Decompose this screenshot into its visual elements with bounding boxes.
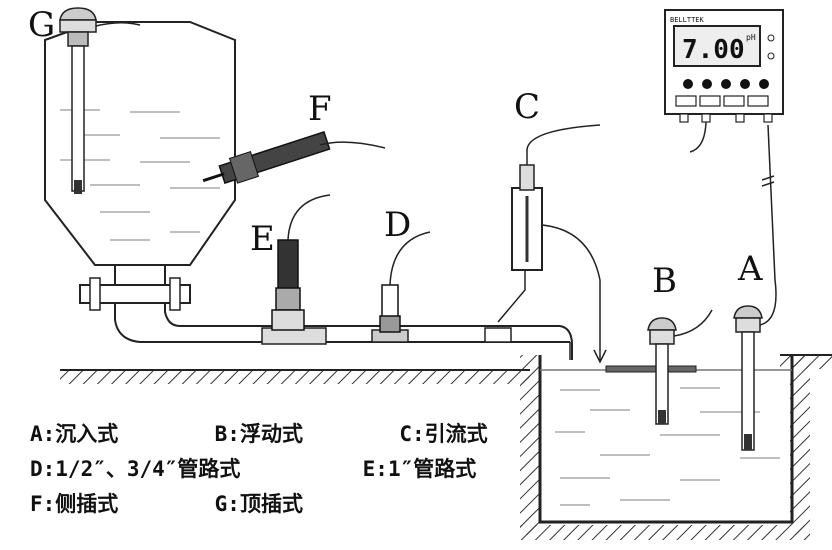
label-e: E: [250, 219, 275, 259]
legend-row-2: D:1/2″、3/4″管路式 E:1″管路式: [30, 453, 476, 483]
probe-f: [202, 131, 386, 185]
probe-d: [379, 231, 431, 333]
meter-brand: BELLTTEK: [670, 16, 705, 24]
meter-button-2[interactable]: [702, 79, 712, 89]
process-vessel: [44, 21, 236, 343]
label-c: C: [514, 87, 540, 127]
legend-item-d: D:1/2″、3/4″管路式: [30, 457, 241, 481]
legend-item-f: F:侧插式: [30, 492, 119, 516]
ph-meter: BELLTTEK 7.00 pH: [664, 9, 784, 153]
meter-reading: 7.00: [682, 35, 745, 65]
legend-item-g: G:顶插式: [214, 492, 303, 516]
probe-b: [605, 309, 713, 425]
meter-button-4[interactable]: [740, 79, 750, 89]
legend-row-3: F:侧插式 G:顶插式: [30, 488, 303, 518]
label-g: G: [28, 5, 55, 45]
probe-g: [59, 7, 141, 194]
legend-row-1: A:沉入式 B:浮动式 C:引流式: [30, 418, 488, 448]
probe-a: [733, 124, 777, 451]
label-a: A: [737, 249, 763, 289]
label-d: D: [384, 205, 411, 245]
legend-item-a: A:沉入式: [30, 422, 119, 446]
pipeline: [140, 325, 573, 360]
probe-e: [271, 194, 331, 331]
meter-button-5[interactable]: [759, 79, 769, 89]
flow-cell-c: [497, 124, 607, 364]
legend-item-b: B:浮动式: [214, 422, 303, 446]
meter-button-1[interactable]: [683, 79, 693, 89]
ground-tank: [520, 355, 810, 540]
legend-item-c: C:引流式: [399, 422, 488, 446]
label-f: F: [308, 89, 332, 129]
legend-item-e: E:1″管路式: [362, 457, 477, 481]
label-b: B: [652, 261, 677, 301]
meter-button-3[interactable]: [721, 79, 731, 89]
meter-unit: pH: [746, 33, 756, 42]
